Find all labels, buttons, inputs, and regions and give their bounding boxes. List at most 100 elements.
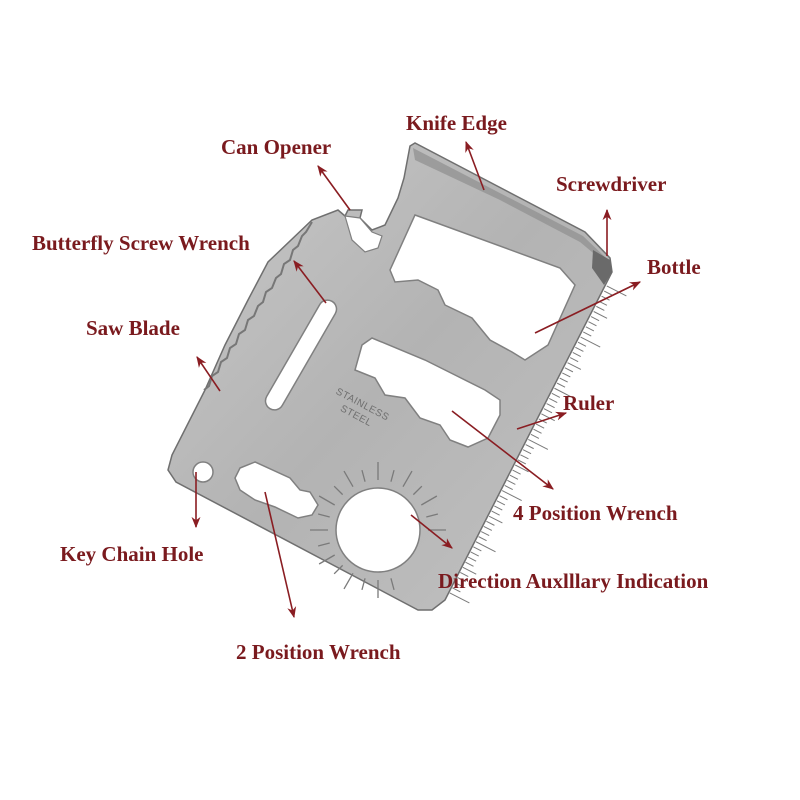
ruler-tick <box>457 577 466 583</box>
ruler-tick <box>475 541 496 553</box>
ruler-tick <box>583 331 592 337</box>
ruler-tick <box>454 582 464 588</box>
arrow-four-position <box>451 410 554 490</box>
direction-circle-cutout <box>335 487 421 573</box>
label-four-position-wrench: 4 Position Wrench <box>513 501 678 525</box>
ruler-tick <box>504 485 513 491</box>
label-direction-indication: Direction Auxlllary Indication <box>438 569 709 593</box>
ruler-tick <box>546 403 555 409</box>
ruler-tick <box>494 505 503 511</box>
ruler-tick <box>496 500 506 506</box>
direction-tick <box>361 578 366 591</box>
ruler-tick <box>590 316 600 322</box>
ruler-tick <box>556 382 566 388</box>
direction-tick <box>318 554 336 565</box>
ruler-tick <box>499 495 508 501</box>
label-key-chain-hole: Key Chain Hole <box>60 542 204 566</box>
can-opener-notch <box>344 215 383 253</box>
label-saw-blade: Saw Blade <box>86 316 180 340</box>
screwdriver-tip <box>592 250 612 285</box>
label-two-position-wrench: 2 Position Wrench <box>236 640 401 664</box>
ruler-tick <box>449 592 470 604</box>
ruler-tick <box>470 551 479 557</box>
ruler-tick <box>483 525 493 531</box>
label-can-opener: Can Opener <box>221 135 332 159</box>
ruler-tick <box>520 454 529 460</box>
two-position-wrench-cutout <box>234 461 319 519</box>
ruler-tick <box>559 377 568 383</box>
direction-tick <box>343 572 354 590</box>
ruler-tick <box>554 387 575 399</box>
ruler-tick <box>585 326 595 332</box>
arrow-direction <box>410 514 453 549</box>
arrow-ruler <box>516 411 568 430</box>
callout-arrows <box>191 140 642 619</box>
ruler-ticks <box>449 285 627 604</box>
direction-tick <box>317 513 330 518</box>
ruler-tick <box>564 367 574 373</box>
ruler-tick <box>562 372 571 378</box>
ruler-tick <box>452 587 461 593</box>
ruler-tick <box>577 341 587 347</box>
butterfly-slot-cutout <box>264 299 338 411</box>
direction-tick <box>343 470 354 488</box>
arrow-bottle <box>534 281 642 334</box>
direction-tick <box>420 495 438 506</box>
ruler-tick <box>462 566 477 575</box>
knife-edge-bevel <box>413 148 606 262</box>
ruler-tick <box>543 408 553 414</box>
ruler-tick <box>460 571 469 577</box>
direction-tick <box>402 470 413 488</box>
direction-tick <box>333 485 344 496</box>
ruler-tick <box>491 510 500 516</box>
bottle-opener-cutout <box>389 214 576 361</box>
direction-tick <box>318 495 336 506</box>
label-screwdriver: Screwdriver <box>556 172 667 196</box>
direction-tick <box>361 469 366 482</box>
ruler-tick <box>528 438 549 450</box>
ruler-tick <box>467 556 477 562</box>
ruler-tick <box>575 346 584 352</box>
ruler-tick <box>588 321 597 327</box>
ruler-tick <box>465 561 474 567</box>
direction-tick <box>412 485 423 496</box>
direction-ticks <box>310 462 446 598</box>
ruler-tick <box>606 285 627 297</box>
ruler-tick <box>593 311 608 319</box>
ruler-tick <box>572 351 582 357</box>
direction-tick <box>317 542 330 547</box>
ruler-tick <box>488 515 503 524</box>
ruler-tick <box>596 305 605 311</box>
ruler-tick <box>569 357 579 363</box>
ruler-tick <box>514 464 529 473</box>
ruler-tick <box>541 413 555 422</box>
ruler-tick <box>473 546 482 552</box>
ruler-tick <box>501 490 522 502</box>
ruler-tick <box>535 423 545 429</box>
ruler-tick <box>507 479 516 485</box>
ruler-tick <box>533 428 542 434</box>
ruler-tick <box>517 459 527 465</box>
arrow-two-position <box>264 491 297 619</box>
arrow-knife-edge <box>465 140 485 191</box>
ruler-tick <box>522 449 532 455</box>
ruler-tick <box>486 520 495 526</box>
ruler-tick <box>551 392 561 398</box>
label-butterfly-screw-wrench: Butterfly Screw Wrench <box>32 231 250 255</box>
ruler-tick <box>512 469 521 475</box>
arrow-saw-blade <box>196 356 221 392</box>
ruler-tick <box>567 362 582 370</box>
label-knife-edge: Knife Edge <box>406 111 507 135</box>
arrow-butterfly <box>293 260 327 304</box>
ruler-tick <box>509 474 519 480</box>
direction-tick <box>390 469 395 482</box>
ruler-tick <box>478 536 487 542</box>
ruler-tick <box>548 398 558 404</box>
ruler-tick <box>525 444 534 450</box>
ruler-tick <box>480 531 490 537</box>
arrow-can-opener <box>317 165 351 211</box>
ruler-tick <box>580 336 601 348</box>
label-ruler: Ruler <box>563 391 615 415</box>
ruler-tick <box>603 290 613 296</box>
